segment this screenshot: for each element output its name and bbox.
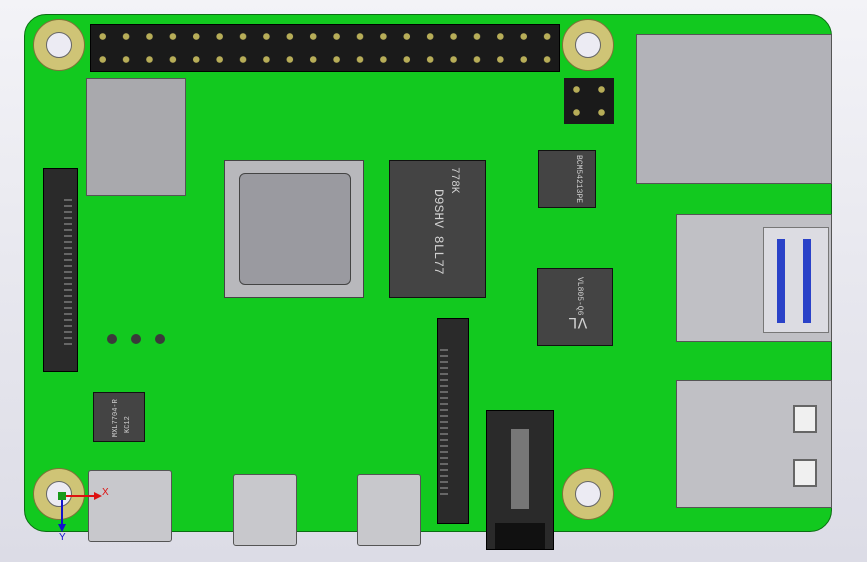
usb-controller-chip: VL805-Q6 VL bbox=[537, 268, 613, 346]
power-chip-code: KC12 bbox=[124, 416, 132, 433]
x-axis-arrowhead bbox=[94, 492, 102, 500]
wifi-shield bbox=[86, 78, 186, 196]
ethernet-chip: BCM54213PE bbox=[538, 150, 596, 208]
mounting-hole-top-right bbox=[562, 19, 614, 71]
micro-hdmi-port-0 bbox=[233, 474, 297, 546]
audio-jack-sleeve bbox=[495, 523, 545, 549]
usb-chip-label: VL805-Q6 bbox=[575, 277, 584, 316]
memory-chip-label: D9SHV 8LL77 bbox=[431, 189, 446, 275]
usb3-opening bbox=[763, 227, 829, 333]
usbc-power-port bbox=[88, 470, 172, 542]
usb3-port bbox=[676, 214, 832, 342]
ethernet-chip-label: BCM54213PE bbox=[574, 155, 583, 204]
coordinate-axis-triad bbox=[58, 492, 102, 532]
y-axis-arrowhead bbox=[58, 524, 66, 532]
soc-chip bbox=[224, 160, 364, 298]
usb3-tongue-top bbox=[777, 239, 785, 323]
ethernet-port bbox=[636, 34, 832, 184]
usb3-tongue-bottom bbox=[803, 239, 811, 323]
mounting-hole-bottom-right bbox=[562, 468, 614, 520]
y-axis-label: Y bbox=[59, 532, 66, 543]
memory-chip: 778K D9SHV 8LL77 bbox=[389, 160, 486, 298]
camera-connector-pins bbox=[440, 349, 448, 499]
power-chip-label: MXL7704-R bbox=[112, 399, 120, 437]
x-axis-label: X bbox=[102, 487, 109, 498]
display-connector bbox=[43, 168, 78, 372]
usb-chip-logo: VL bbox=[568, 313, 588, 331]
camera-connector bbox=[437, 318, 469, 524]
audio-jack-barrel bbox=[511, 429, 529, 509]
audio-jack bbox=[486, 410, 554, 550]
display-connector-pins bbox=[64, 199, 72, 347]
usb2-tab-top bbox=[793, 405, 817, 433]
status-led-3 bbox=[155, 334, 165, 344]
gpio-header bbox=[90, 24, 560, 72]
poe-header bbox=[564, 78, 614, 124]
soc-heatspreader bbox=[239, 173, 351, 285]
usb2-tab-bottom bbox=[793, 459, 817, 487]
usb2-port bbox=[676, 380, 832, 508]
status-led-1 bbox=[107, 334, 117, 344]
micro-hdmi-port-1 bbox=[357, 474, 421, 546]
axis-origin bbox=[58, 492, 66, 500]
mounting-hole-top-left bbox=[33, 19, 85, 71]
memory-chip-code: 778K bbox=[448, 167, 460, 194]
status-led-2 bbox=[131, 334, 141, 344]
power-chip: MXL7704-R KC12 bbox=[93, 392, 145, 442]
